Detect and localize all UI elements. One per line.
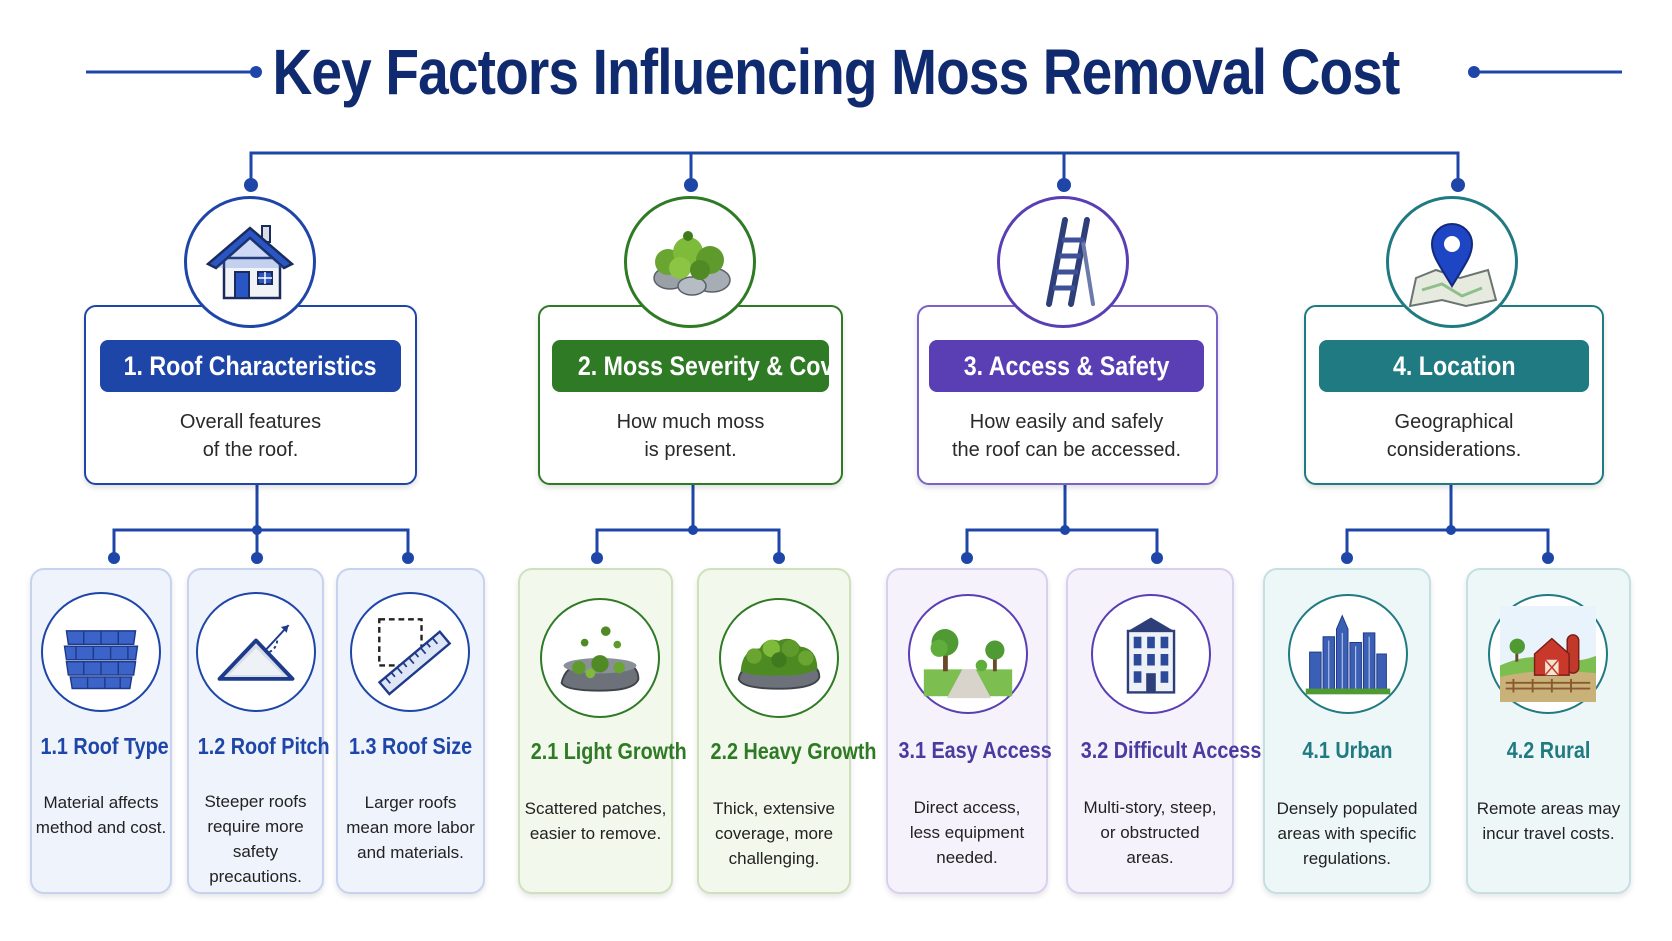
building-icon [1091,594,1211,714]
sub-title-urban: 4.1 Urban [1301,737,1393,763]
ladder-icon [997,196,1129,328]
light-moss-icon [540,598,660,718]
sub-title-roof-size: 1.3 Roof Size [348,733,473,759]
sub-title-light-growth: 2.1 Light Growth [530,738,687,764]
category-label-moss: 2. Moss Severity & Coverage [552,340,829,392]
category-label-access: 3. Access & Safety [929,340,1204,392]
sub-title-heavy-growth: 2.2 Heavy Growth [710,738,877,764]
roof-pitch-icon [196,592,316,712]
category-card-moss [538,305,843,485]
sub-title-rural: 4.2 Rural [1506,737,1591,763]
sub-title-roof-pitch: 1.2 Roof Pitch [197,733,330,759]
trees-path-icon [908,594,1028,714]
ruler-icon [350,592,470,712]
sub-title-roof-type: 1.1 Roof Type [40,733,169,759]
sub-title-difficult-access: 3.2 Difficult Access [1080,737,1262,763]
category-label-location: 4. Location [1319,340,1589,392]
roof-tiles-icon [41,592,161,712]
heavy-moss-icon [719,598,839,718]
page-title: Key Factors Influencing Moss Removal Cos… [272,36,1401,108]
sub-title-easy-access: 3.1 Easy Access [898,737,1052,763]
category-card-roof [84,305,417,485]
city-skyline-icon [1288,594,1408,714]
map-pin-icon [1386,196,1518,328]
barn-icon [1488,594,1608,714]
category-label-roof: 1. Roof Characteristics [100,340,401,392]
category-card-access [917,305,1218,485]
house-icon [184,196,316,328]
moss-rocks-icon [624,196,756,328]
sub-desc-light-growth: Scattered patches,easier to remove. [524,799,667,843]
